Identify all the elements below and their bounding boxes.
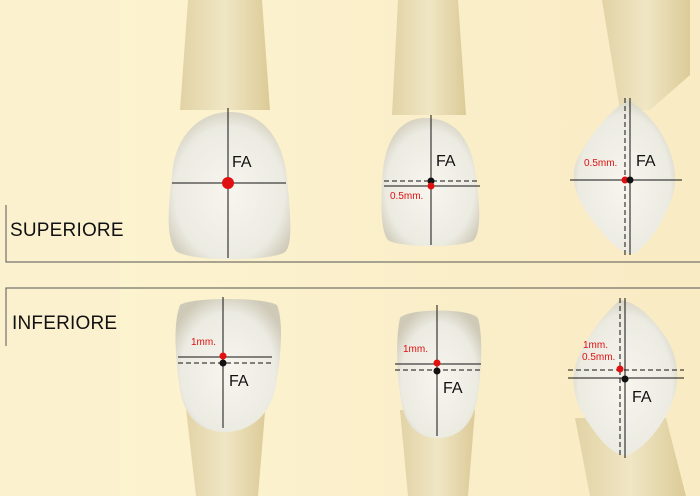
lower-canine-fa-point (617, 366, 624, 373)
upper-lateral-fa-label: FA (436, 153, 456, 170)
lower-lateral-offset-label: 1mm. (403, 344, 428, 355)
upper-lateral-offset-label: 0.5mm. (390, 191, 423, 202)
lower-canine-fa-label: FA (632, 389, 652, 406)
lower-central-fa-point (220, 353, 227, 360)
lower-lateral-crown (397, 311, 481, 439)
upper-central-root (180, 0, 270, 110)
lower-section-label: INFERIORE (12, 313, 117, 335)
lower-central-offset-label: 1mm. (191, 337, 216, 348)
upper-section-label: SUPERIORE (10, 220, 124, 242)
upper-canine-fa-label: FA (636, 153, 656, 170)
lower-lateral-reference-point (434, 368, 441, 375)
upper-canine-offset-label: 0.5mm. (584, 158, 617, 169)
lower-lateral-incisor: FA 1mm. (395, 305, 481, 496)
lower-canine-offset-label-half-mm: 0.5mm. (582, 352, 615, 363)
upper-lateral-root (392, 0, 466, 115)
upper-central-fa-point (222, 177, 234, 189)
lower-lateral-fa-label: FA (443, 380, 463, 397)
upper-canine-reference-point (627, 177, 634, 184)
upper-central-fa-label: FA (232, 154, 252, 171)
lower-canine-reference-point (622, 376, 629, 383)
upper-lateral-fa-point (428, 183, 435, 190)
lower-lateral-fa-point (434, 360, 441, 367)
lower-canine-offset-label-1mm: 1mm. (583, 340, 608, 351)
lower-central-fa-label: FA (229, 373, 249, 390)
lower-central-reference-point (220, 360, 227, 367)
